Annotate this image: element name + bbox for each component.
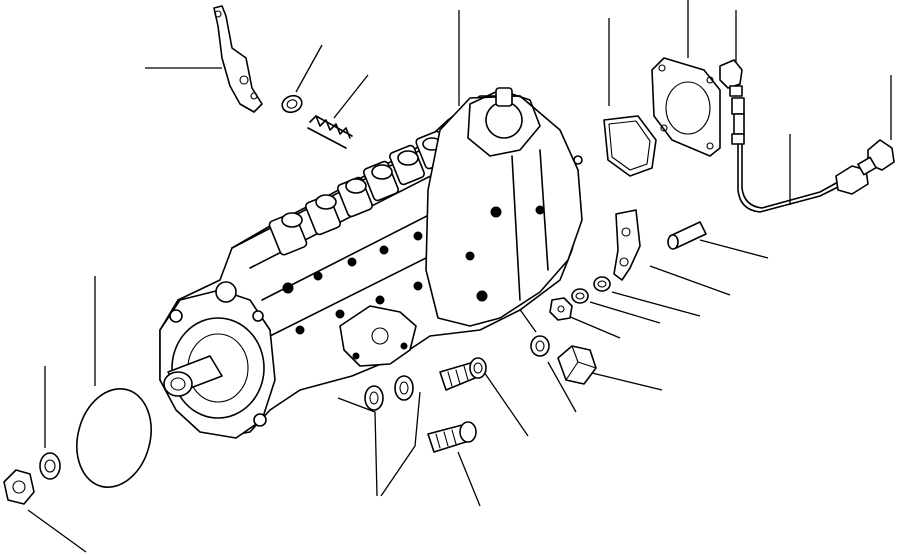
nut-front <box>3 469 35 505</box>
fuel-line-fitting <box>731 97 745 145</box>
lower-bracket <box>339 305 417 367</box>
leader-stud-bolt <box>699 239 769 259</box>
washer-front <box>39 452 61 480</box>
injection-pump-body <box>159 87 583 439</box>
leader-lines <box>27 0 892 553</box>
leader-nut-small <box>567 315 621 339</box>
hollow-screw <box>427 421 477 453</box>
leader-spring <box>333 74 369 119</box>
seal-ring-small <box>281 94 303 114</box>
leader-banjo-bolt <box>483 371 529 437</box>
connector-right <box>835 139 895 195</box>
housing-bolts <box>282 215 453 335</box>
cap-nut <box>557 345 597 385</box>
governor-housing <box>425 87 583 327</box>
spring <box>307 115 353 149</box>
leader-washer-pair-b <box>380 391 421 497</box>
leader-washer-right <box>611 291 701 317</box>
nut-small <box>549 297 573 321</box>
o-ring-large <box>76 388 152 488</box>
leader-cap-nut <box>587 371 663 391</box>
leader-seal-ring <box>295 44 323 93</box>
feed-pump-knob <box>215 281 237 303</box>
washer-right <box>593 276 611 292</box>
elbow-fitting <box>719 59 743 97</box>
bracket-top-left <box>213 5 263 113</box>
leader-lock-washer <box>589 301 661 324</box>
leader-washer-cap <box>547 361 577 413</box>
leader-washer-pair-a <box>337 397 378 497</box>
leader-hollow-screw <box>457 451 481 507</box>
cover-plate <box>651 57 721 157</box>
washer-pair <box>364 375 414 411</box>
pipe-line <box>737 143 841 213</box>
washer-cap <box>530 335 550 357</box>
mounting-flange <box>159 289 276 439</box>
banjo-bolt <box>439 357 487 391</box>
leader-nut-front <box>27 509 87 553</box>
stud-bolt <box>667 221 707 250</box>
leader-bracket-right <box>649 265 731 296</box>
delivery-valve-holders <box>268 130 451 256</box>
lock-washer <box>571 288 589 304</box>
bracket-right <box>613 209 641 281</box>
gasket-governor <box>603 115 657 177</box>
drive-shaft <box>163 355 223 397</box>
